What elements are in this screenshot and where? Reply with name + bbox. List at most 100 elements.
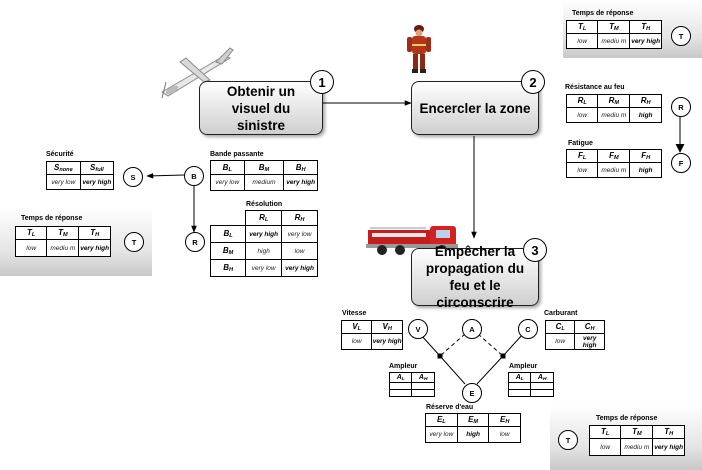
cell-e-high: low bbox=[488, 426, 521, 443]
header-s-none: Snone bbox=[46, 161, 81, 175]
table-ampleur-right: AL AH bbox=[507, 372, 554, 397]
header-t-high: TH bbox=[652, 425, 685, 439]
label-resistance-feu: Résistance au feu bbox=[565, 84, 625, 91]
header-r-medium: RM bbox=[597, 94, 631, 108]
cell-t-medium: mediu m bbox=[597, 33, 631, 49]
table-resolution: RL RH BL very high very low BM high low … bbox=[209, 210, 318, 277]
header-res-low: RL bbox=[245, 210, 283, 226]
cell-c-high: very high bbox=[574, 333, 605, 350]
table-securite: Snone Sfull very low very high bbox=[46, 161, 115, 190]
cell-t-medium: mediu m bbox=[46, 239, 80, 257]
node-v: V bbox=[408, 319, 428, 339]
label-fatigue: Fatigue bbox=[568, 140, 593, 147]
cell-res-bm-rl: high bbox=[245, 242, 283, 260]
cell-f-high: high bbox=[629, 162, 662, 178]
header-c-low: CL bbox=[544, 320, 576, 334]
task-empecher-propagation[interactable]: Empêcher la propagation du feu et le cir… bbox=[411, 244, 539, 310]
header-t-medium: TM bbox=[597, 20, 631, 34]
cell-a-left-12 bbox=[411, 382, 435, 390]
task-encercler-zone[interactable]: Encercler la zone bbox=[411, 81, 539, 135]
cell-a-right-12 bbox=[530, 382, 554, 390]
label-temps-reponse-left: Temps de réponse bbox=[21, 215, 83, 222]
label-temps-reponse-top: Temps de réponse bbox=[572, 10, 634, 17]
header-f-low: FL bbox=[565, 149, 599, 163]
cell-res-bm-rh: low bbox=[281, 242, 318, 260]
cell-a-right-11 bbox=[507, 382, 532, 390]
label-temps-reponse-bottom: Temps de réponse bbox=[596, 415, 658, 422]
header-b-high: BH bbox=[283, 160, 318, 175]
label-carburant: Carburant bbox=[544, 310, 578, 317]
cell-t-high: very high bbox=[629, 33, 662, 49]
row-header-b-medium: BM bbox=[209, 242, 247, 260]
cell-b-medium: medium bbox=[243, 174, 285, 191]
task-3-number: 3 bbox=[523, 238, 547, 262]
cell-t-low: low bbox=[588, 438, 622, 456]
table-vitesse: VL VH low very high bbox=[340, 320, 403, 350]
arrow-node-b-to-node-s bbox=[146, 173, 185, 179]
header-a-low: AL bbox=[388, 372, 413, 383]
label-ampleur-left: Ampleur bbox=[389, 363, 418, 370]
cell-s-none: very low bbox=[46, 174, 81, 190]
cell-res-bh-rh: very high bbox=[281, 259, 318, 277]
node-t-bottom: T bbox=[558, 430, 578, 450]
node-t-top: T bbox=[671, 26, 691, 46]
label-securite: Sécurité bbox=[46, 151, 74, 158]
cell-res-bl-rl: very high bbox=[245, 225, 283, 243]
header-e-low: EL bbox=[425, 413, 458, 427]
table-carburant: CL CH low very high bbox=[544, 320, 605, 350]
task-2-label: Encercler la zone bbox=[419, 100, 531, 116]
node-s: S bbox=[123, 167, 143, 187]
junction-left bbox=[437, 353, 443, 359]
drone-plane-icon bbox=[161, 47, 234, 99]
task-3-label: Empêcher la propagation du feu et le cir… bbox=[425, 244, 525, 310]
row-header-b-low: BL bbox=[209, 225, 247, 243]
cell-f-low: low bbox=[565, 162, 599, 178]
table-ampleur-left: AL AH bbox=[388, 372, 435, 397]
resolution-corner bbox=[211, 211, 246, 226]
header-f-medium: FM bbox=[597, 149, 631, 163]
header-t-high: TH bbox=[78, 226, 111, 240]
label-resolution: Résolution bbox=[246, 201, 283, 208]
cell-t-high: very high bbox=[652, 438, 685, 456]
node-t-left: T bbox=[124, 232, 144, 252]
node-b: B bbox=[184, 166, 204, 186]
cell-res-bl-rh: very low bbox=[281, 225, 318, 243]
task-obtenir-visuel[interactable]: Obtenir un visuel du sinistre bbox=[199, 81, 323, 135]
node-a: A bbox=[462, 319, 482, 339]
link-junction-left-to-e bbox=[439, 355, 466, 385]
link-v-to-junction-left bbox=[420, 334, 441, 357]
header-v-high: VH bbox=[371, 320, 403, 334]
cell-v-high: very high bbox=[371, 333, 403, 350]
cell-res-bh-rl: very low bbox=[245, 259, 283, 277]
header-a-high: AH bbox=[411, 372, 435, 383]
cell-a-right-22 bbox=[530, 389, 554, 397]
task-2-number: 2 bbox=[521, 70, 545, 94]
cell-a-left-22 bbox=[411, 389, 435, 397]
label-ampleur-right: Ampleur bbox=[509, 363, 538, 370]
dashed-link-a-to-junction-right bbox=[477, 333, 504, 357]
header-res-high: RH bbox=[281, 210, 318, 226]
header-r-high: RH bbox=[629, 94, 662, 108]
cell-r-low: low bbox=[565, 107, 599, 123]
table-temps-reponse-top: TL TM TH low mediu m very high bbox=[565, 20, 662, 49]
header-b-low: BL bbox=[210, 160, 245, 175]
table-reserve-eau: EL EM EH very low high low bbox=[425, 413, 521, 443]
node-r-right: R bbox=[671, 97, 691, 117]
header-f-high: FH bbox=[629, 149, 662, 163]
header-c-high: CH bbox=[574, 320, 605, 334]
table-resistance-feu: RL RM RH low mediu m high bbox=[565, 94, 662, 123]
link-c-to-junction-right bbox=[502, 334, 523, 357]
header-s-full: Sfull bbox=[79, 161, 115, 175]
label-vitesse: Vitesse bbox=[342, 310, 367, 317]
header-b-medium: BM bbox=[243, 160, 285, 175]
junction-right bbox=[500, 353, 506, 359]
cell-t-high: very high bbox=[78, 239, 111, 257]
cell-a-right-21 bbox=[507, 389, 532, 397]
header-e-high: EH bbox=[488, 413, 521, 427]
dashed-link-a-to-junction-left bbox=[439, 333, 466, 357]
task-1-number: 1 bbox=[310, 70, 334, 94]
cell-b-high: very high bbox=[283, 174, 318, 191]
table-bande-passante: BL BM BH very low medium very high bbox=[210, 160, 318, 191]
table-fatigue: FL FM FH low mediu m high bbox=[565, 149, 662, 178]
